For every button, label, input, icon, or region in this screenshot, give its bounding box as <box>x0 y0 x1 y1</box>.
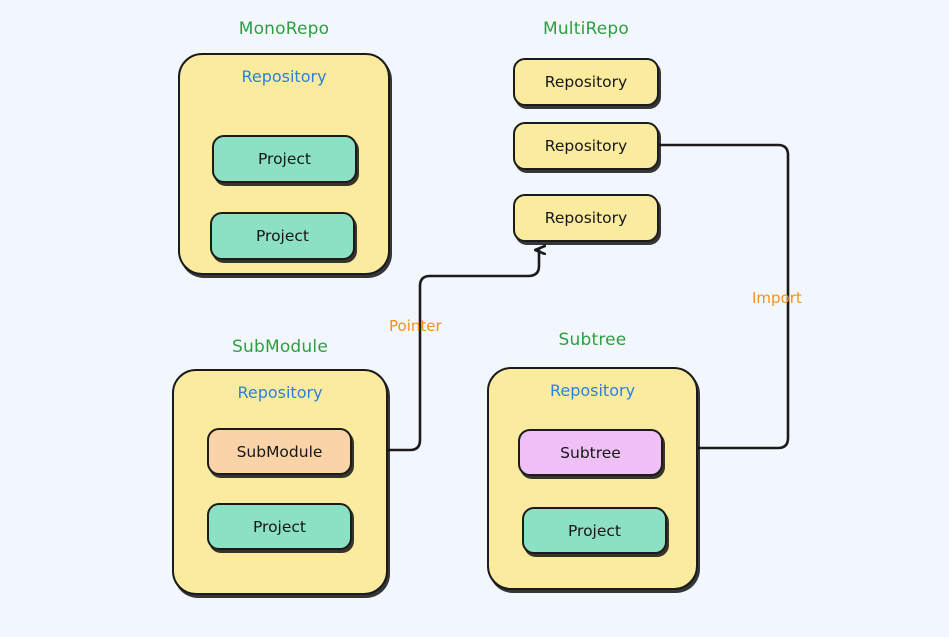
multirepo-repository-3-label: Repository <box>544 209 628 227</box>
edge-label-pointer: Pointer <box>389 317 442 335</box>
monorepo-repository-label: Repository <box>241 67 327 86</box>
multirepo-repository-2[interactable]: Repository <box>513 122 659 170</box>
submodule-node[interactable]: SubModule <box>207 428 352 475</box>
submodule-project[interactable]: Project <box>207 503 352 550</box>
submodule-node-label: SubModule <box>236 442 323 461</box>
monorepo-project-1[interactable]: Project <box>212 135 357 183</box>
subtree-node-label: Subtree <box>560 443 621 462</box>
monorepo-repository-container[interactable]: Repository Project Project <box>178 53 390 275</box>
group-title-submodule: SubModule <box>232 337 328 357</box>
subtree-repository-label: Repository <box>549 381 636 400</box>
monorepo-project-2-label: Project <box>255 227 310 245</box>
subtree-project[interactable]: Project <box>522 507 667 554</box>
submodule-repository-container[interactable]: Repository SubModule Project <box>172 369 388 595</box>
subtree-project-label: Project <box>567 521 622 540</box>
subtree-node[interactable]: Subtree <box>518 429 663 476</box>
submodule-repository-label: Repository <box>237 383 323 402</box>
multirepo-repository-3[interactable]: Repository <box>513 194 659 242</box>
multirepo-repository-2-label: Repository <box>544 137 628 155</box>
submodule-project-label: Project <box>252 517 307 536</box>
subtree-repository-container[interactable]: Repository Subtree Project <box>487 367 698 590</box>
group-title-subtree: Subtree <box>558 330 627 350</box>
multirepo-repository-1[interactable]: Repository <box>513 58 659 106</box>
group-title-monorepo: MonoRepo <box>238 19 330 39</box>
group-title-multirepo: MultiRepo <box>542 19 630 39</box>
monorepo-project-2[interactable]: Project <box>210 212 355 260</box>
monorepo-project-1-label: Project <box>257 150 312 168</box>
multirepo-repository-1-label: Repository <box>544 73 628 91</box>
edge-label-import: Import <box>752 289 802 307</box>
